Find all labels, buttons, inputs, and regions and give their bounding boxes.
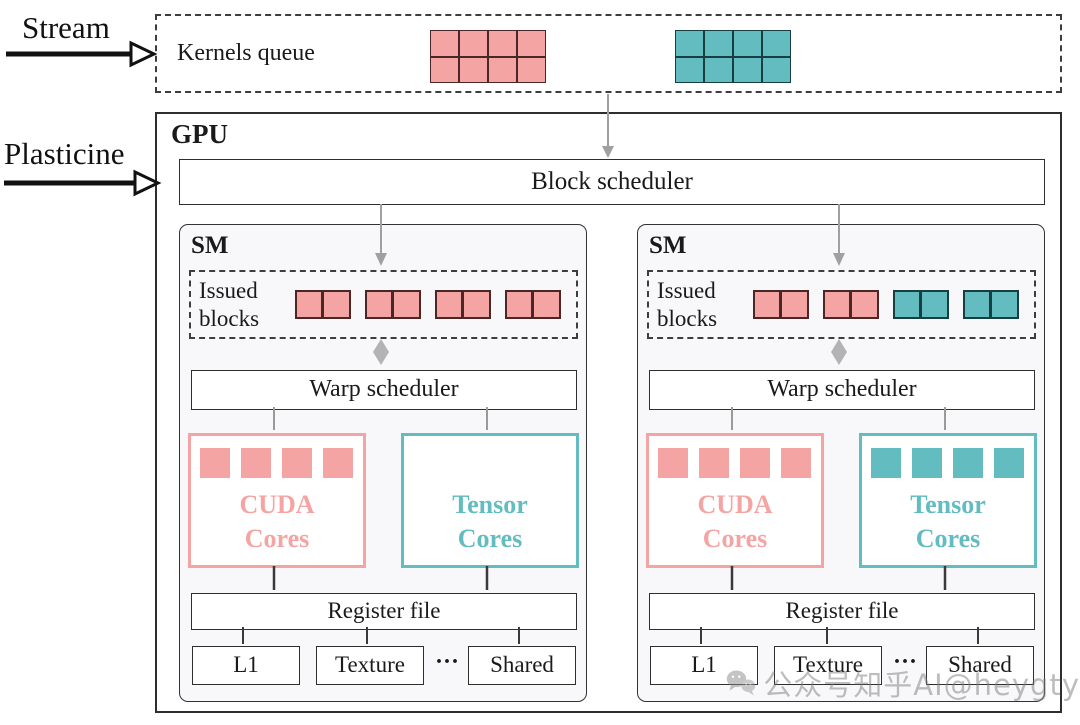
issued-block-pair-teal bbox=[893, 290, 949, 319]
block-cell-pink bbox=[463, 290, 491, 319]
tensor-cores-box-right: Tensor Cores bbox=[859, 433, 1037, 568]
block-cell-pink bbox=[323, 448, 353, 478]
block-cell-teal bbox=[762, 56, 791, 83]
tensor-cores-box-left: Tensor Cores bbox=[401, 433, 579, 568]
issued-blocks-label: Issued blocks bbox=[657, 277, 718, 331]
kernel-grid-teal bbox=[675, 30, 791, 83]
block-cell-pink bbox=[781, 290, 809, 319]
block-cell-pink bbox=[699, 448, 729, 478]
tensor-cores-label: Tensor Cores bbox=[910, 490, 986, 553]
block-cell-teal bbox=[762, 30, 791, 57]
block-cell-pink bbox=[658, 448, 688, 478]
issued-block-pair-pink bbox=[435, 290, 491, 319]
tensor-cores-label: Tensor Cores bbox=[452, 490, 528, 553]
plasticine-arrow-icon bbox=[4, 169, 162, 197]
issued-block-pair-teal bbox=[963, 290, 1019, 319]
cuda-cores-box-left: CUDA Cores bbox=[188, 433, 366, 568]
block-cell-teal bbox=[953, 448, 983, 478]
block-cell-pink bbox=[295, 290, 323, 319]
stream-label: Stream bbox=[22, 10, 110, 45]
block-cell-teal bbox=[994, 448, 1024, 478]
issued-blocks-left bbox=[295, 290, 561, 319]
block-cell-teal bbox=[704, 30, 733, 57]
sm-title: SM bbox=[649, 232, 687, 259]
cache-l1-left: L1 bbox=[192, 646, 300, 685]
cuda-squares-right bbox=[658, 448, 811, 478]
cuda-cores-box-right: CUDA Cores bbox=[646, 433, 824, 568]
block-cell-pink bbox=[393, 290, 421, 319]
kernel-grid-pink bbox=[430, 30, 546, 83]
block-scheduler: Block scheduler bbox=[179, 159, 1045, 205]
issued-block-pair-pink bbox=[823, 290, 879, 319]
block-cell-pink bbox=[505, 290, 533, 319]
block-cell-pink bbox=[517, 56, 546, 83]
issued-blocks-label: Issued blocks bbox=[199, 277, 260, 331]
block-cell-pink bbox=[282, 448, 312, 478]
issued-block-pair-pink bbox=[505, 290, 561, 319]
cache-shared-left: Shared bbox=[468, 646, 576, 685]
warp-scheduler-left: Warp scheduler bbox=[191, 370, 577, 410]
block-cell-pink bbox=[241, 448, 271, 478]
block-cell-teal bbox=[991, 290, 1019, 319]
kernels-queue-box: Kernels queue bbox=[155, 14, 1062, 93]
plasticine-label: Plasticine bbox=[4, 136, 125, 171]
watermark: 公众号知乎AI@heygty bbox=[724, 655, 1080, 710]
sm-box-right: SM Issued blocks Warp scheduler CUDA Cor… bbox=[637, 224, 1045, 702]
cache-texture-left: Texture bbox=[316, 646, 424, 685]
block-cell-pink bbox=[488, 56, 517, 83]
cuda-squares-left bbox=[200, 448, 353, 478]
issued-blocks-right bbox=[753, 290, 1019, 319]
block-cell-teal bbox=[733, 30, 762, 57]
block-cell-pink bbox=[459, 30, 488, 57]
block-cell-teal bbox=[675, 56, 704, 83]
block-cell-teal bbox=[704, 56, 733, 83]
block-cell-teal bbox=[733, 56, 762, 83]
sm-box-left: SM Issued blocks Warp scheduler CUDA Cor… bbox=[179, 224, 587, 702]
stream-arrow-icon bbox=[6, 40, 158, 68]
sm-title: SM bbox=[191, 232, 229, 259]
issued-block-pair-pink bbox=[295, 290, 351, 319]
warp-scheduler-right: Warp scheduler bbox=[649, 370, 1035, 410]
kernels-queue-title: Kernels queue bbox=[177, 40, 315, 66]
block-cell-pink bbox=[851, 290, 879, 319]
cache-ellipsis-right: ... bbox=[894, 643, 918, 669]
block-cell-pink bbox=[200, 448, 230, 478]
block-cell-pink bbox=[533, 290, 561, 319]
block-cell-pink bbox=[323, 290, 351, 319]
block-cell-teal bbox=[893, 290, 921, 319]
cache-ellipsis-left: ... bbox=[436, 643, 460, 669]
issued-block-pair-pink bbox=[753, 290, 809, 319]
block-cell-pink bbox=[365, 290, 393, 319]
watermark-text: 公众号知乎AI@heygty bbox=[763, 667, 1080, 702]
cuda-cores-label: CUDA Cores bbox=[697, 490, 773, 553]
issued-block-pair-pink bbox=[365, 290, 421, 319]
register-file-right: Register file bbox=[649, 593, 1035, 630]
cache-texture-right: Texture bbox=[774, 646, 882, 685]
block-cell-pink bbox=[517, 30, 546, 57]
cache-shared-right: Shared bbox=[926, 646, 1034, 685]
block-cell-teal bbox=[871, 448, 901, 478]
register-file-left: Register file bbox=[191, 593, 577, 630]
issued-blocks-box-left: Issued blocks bbox=[189, 270, 578, 339]
block-cell-pink bbox=[781, 448, 811, 478]
gpu-box: GPU Block scheduler SM Issued blocks War… bbox=[155, 112, 1062, 713]
block-cell-pink bbox=[740, 448, 770, 478]
block-cell-teal bbox=[921, 290, 949, 319]
block-cell-pink bbox=[430, 30, 459, 57]
block-cell-teal bbox=[963, 290, 991, 319]
block-cell-teal bbox=[675, 30, 704, 57]
block-cell-pink bbox=[435, 290, 463, 319]
block-cell-pink bbox=[488, 30, 517, 57]
wechat-icon bbox=[726, 670, 756, 695]
gpu-title: GPU bbox=[171, 119, 228, 149]
tensor-squares-right bbox=[871, 448, 1024, 478]
block-cell-pink bbox=[459, 56, 488, 83]
block-cell-pink bbox=[823, 290, 851, 319]
issued-blocks-box-right: Issued blocks bbox=[647, 270, 1036, 339]
block-cell-teal bbox=[912, 448, 942, 478]
cuda-cores-label: CUDA Cores bbox=[239, 490, 315, 553]
block-cell-pink bbox=[430, 56, 459, 83]
block-cell-pink bbox=[753, 290, 781, 319]
